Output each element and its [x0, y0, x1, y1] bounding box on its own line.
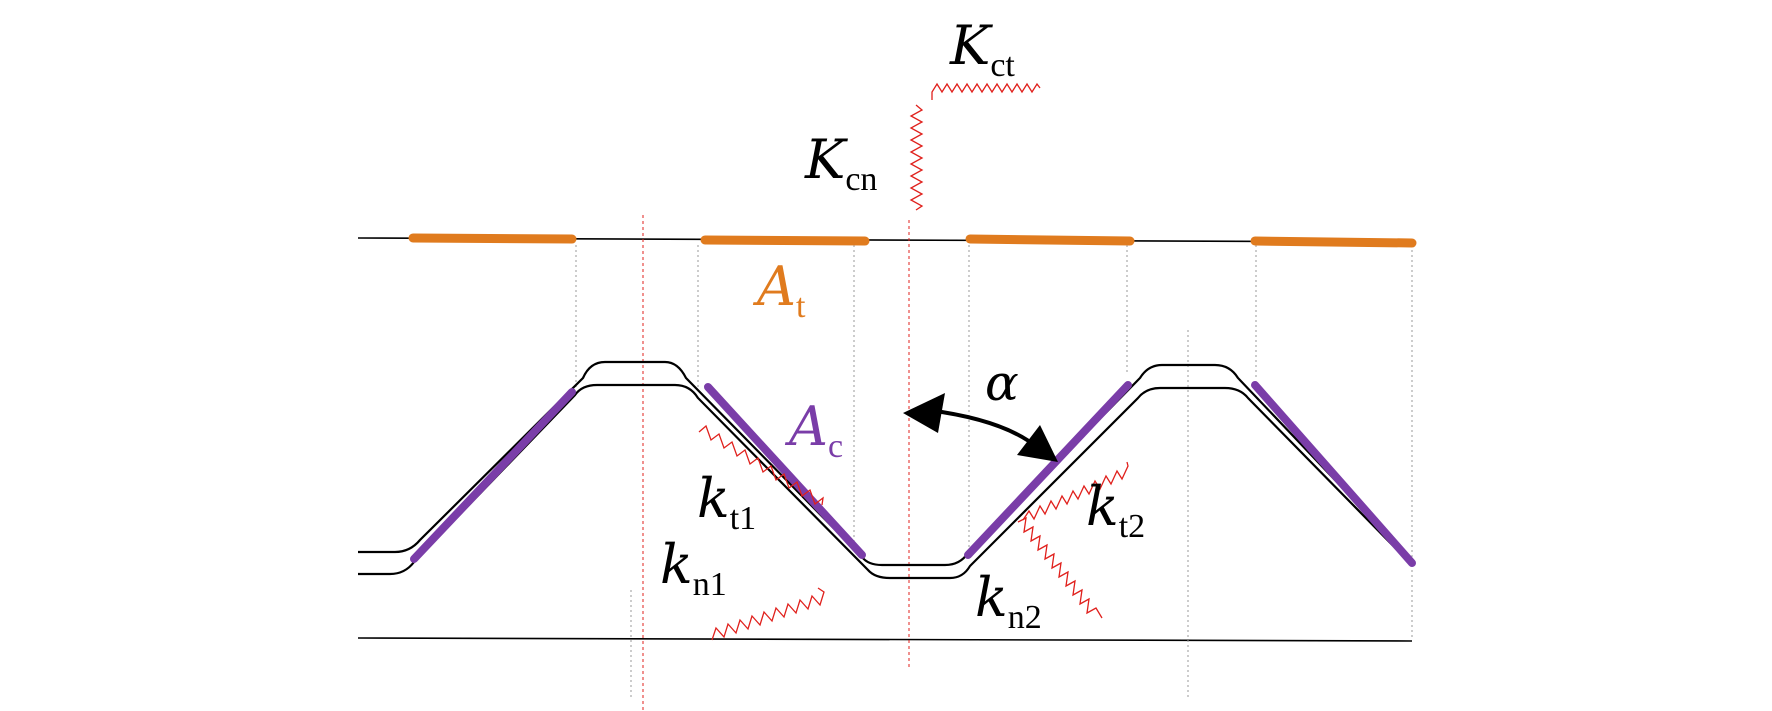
spring-K-cn	[909, 104, 924, 211]
top-contact-segment	[700, 235, 870, 246]
springs	[698, 82, 1129, 641]
guide-lines	[575, 245, 1413, 700]
top-contact-segment	[408, 233, 577, 244]
label-K-cn: Kcn	[804, 128, 877, 198]
label-k-n2: kn2	[975, 566, 1042, 636]
top-contact-segment	[1250, 236, 1417, 248]
alpha-arrowhead-right	[1017, 425, 1058, 462]
spring-K-ct	[931, 82, 1041, 100]
corrugation-upper-line	[358, 360, 1413, 567]
inclined-contact-segment	[964, 381, 1132, 559]
bottom-sheet-line	[357, 637, 1413, 642]
top-contact-segments	[408, 233, 1417, 248]
spring-k-t1	[698, 424, 824, 506]
label-k-t2: kt2	[1086, 475, 1145, 545]
label-K-ct: Kct	[949, 14, 1015, 84]
inclined-contact-segment	[1251, 381, 1416, 567]
spring-k-n2	[1017, 516, 1103, 619]
label-A-t: At	[752, 255, 806, 325]
alpha-arc	[927, 408, 1040, 450]
spring-k-t2-line	[1022, 461, 1129, 521]
inclined-contact-segments	[410, 381, 1416, 567]
inclined-contact-segment	[410, 388, 576, 563]
label-k-t1: kt1	[697, 467, 756, 537]
label-k-n1: kn1	[660, 533, 727, 603]
spring-k-n1	[711, 587, 825, 641]
label-A-c: Ac	[784, 395, 843, 465]
alpha-arrowhead-left	[903, 393, 945, 433]
label-alpha: α	[985, 354, 1019, 412]
top-contact-segment	[965, 234, 1135, 246]
corrugation-lower-line	[358, 383, 1413, 580]
inclined-contact-segment	[704, 383, 866, 559]
